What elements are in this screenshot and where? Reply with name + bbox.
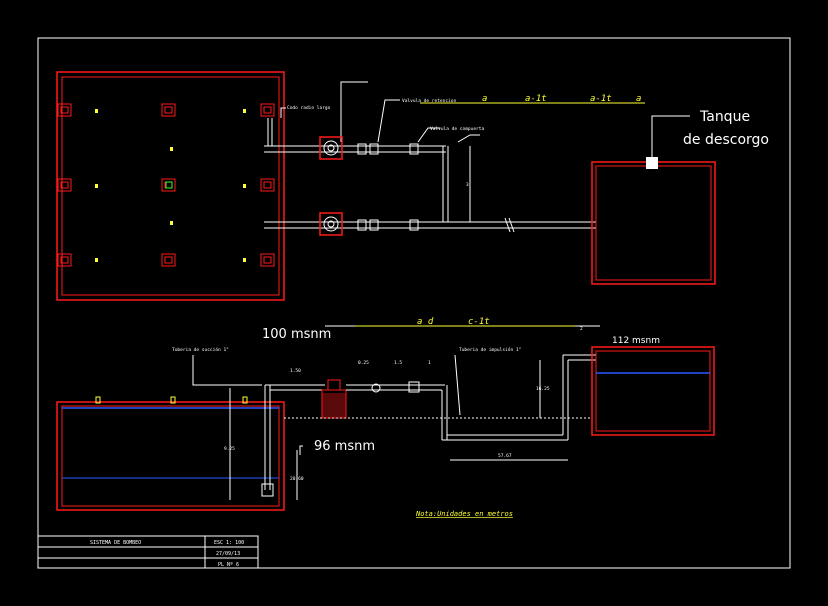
dim-025: 0.25 (358, 360, 369, 366)
plan-piping (264, 81, 596, 233)
elev-section-ad: a d (417, 317, 434, 327)
pump-elevation (327, 379, 341, 391)
elev-piping (192, 325, 600, 500)
suction-pipe-label: Tuberia de succión 1" (172, 346, 229, 353)
section-mark-a1: a (482, 94, 487, 104)
tank-label-line1: Tanque (699, 109, 750, 125)
dim-5767: 57.67 (498, 453, 512, 459)
elev-discharge-tank (591, 346, 715, 436)
section-mark-a1t-2: a-1t (590, 94, 612, 104)
units-note: Nota:Unidades en metros (415, 510, 513, 518)
plan-cistern (56, 71, 285, 301)
drawing-frame (37, 37, 791, 569)
gate-valve-label: Valvula de compuerta (430, 126, 484, 132)
section-mark-a1t-1: a-1t (525, 94, 547, 104)
title-block-scale: ESC 1: 100 (214, 540, 244, 546)
dim-1: 1 (428, 360, 431, 366)
pump-base-hatch (322, 393, 346, 418)
section-mark-a2: a (636, 94, 641, 104)
dim-150: 1.50 (290, 368, 301, 374)
elev-section-c1t: c-1t (468, 317, 490, 327)
elevation-96: 96 msnm (314, 439, 375, 454)
pump-plan-2 (319, 212, 343, 236)
dim-2: 2 (580, 326, 583, 332)
impulsion-pipe-label: Tuberia de impulsión 1" (459, 346, 521, 353)
elevation-112: 112 msnm (612, 336, 660, 346)
dim-3: 3 (466, 182, 469, 188)
title-block (37, 535, 259, 569)
dim-15: 1.5 (394, 360, 402, 366)
tank-label-line2: de descorgo (683, 132, 769, 148)
elev-suction-tank (56, 396, 285, 511)
dim-1625: 16.25 (536, 386, 550, 392)
title-block-date: 27/09/13 (216, 551, 240, 557)
title-block-sheet: PL Nº 6 (218, 562, 239, 568)
title-block-title: SISTEMA DE BOMBEO (90, 540, 141, 546)
long-elbow-label: Codo radio largo (287, 105, 331, 111)
check-valve-label: Valvula de retencion (402, 98, 456, 104)
plan-discharge-tank (591, 115, 716, 285)
dim-925: 9.25 (224, 446, 235, 452)
pump-plan-1 (319, 136, 343, 160)
elevation-100: 100 msnm (262, 327, 331, 342)
dim-2060: 20.60 (290, 476, 304, 482)
